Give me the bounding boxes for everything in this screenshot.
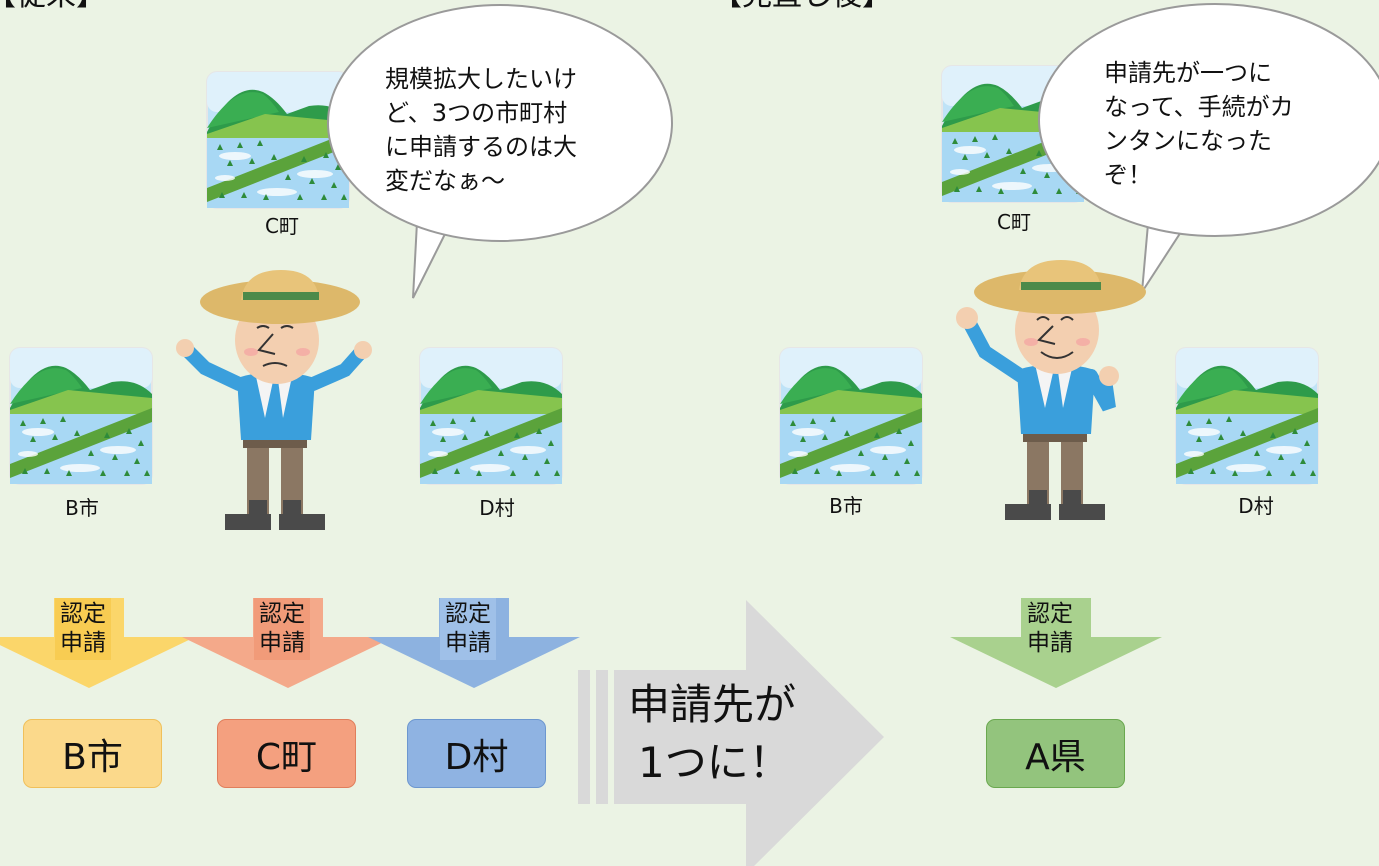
arrow-label-line: 認定 xyxy=(259,601,305,627)
arrow-label-a: 認定 申請 xyxy=(1022,598,1078,660)
arrow-label-line: 申請 xyxy=(1027,630,1073,656)
arrow-label-b: 認定 申請 xyxy=(55,598,111,660)
bubble-line: 申請先が一つに xyxy=(1104,59,1272,87)
arrow-label-c: 認定 申請 xyxy=(254,598,310,660)
arrow-label-line: 申請 xyxy=(60,630,106,656)
box-c-town: C町 xyxy=(217,719,356,788)
speech-bubble-before-text: 規模拡大したいけ ど、3つの市町村 に申請するのは大 変だなぁ～ xyxy=(385,62,577,198)
arrow-label-line: 申請 xyxy=(445,630,491,656)
transition-line: 申請先が xyxy=(628,680,797,729)
box-a-prefecture: A県 xyxy=(986,719,1125,788)
farmer-happy-illustration xyxy=(956,260,1146,520)
field-label-c: C町 xyxy=(265,214,299,238)
section-title-before: 【従来】 xyxy=(0,0,106,14)
speech-bubble-after-text: 申請先が一つに なって、手続がカ ンタンになった ぞ！ xyxy=(1104,56,1294,192)
bubble-line: ンタンになった xyxy=(1104,127,1272,155)
arrow-label-line: 申請 xyxy=(259,630,305,656)
arrow-label-line: 認定 xyxy=(60,601,106,627)
speech-bubble-before xyxy=(327,4,673,299)
bubble-line: に申請するのは大 xyxy=(385,133,577,161)
arrow-label-line: 認定 xyxy=(1027,601,1073,627)
field-label-b: B市 xyxy=(65,496,99,520)
field-label-d: D村 xyxy=(479,496,515,520)
field-label-c-after: C町 xyxy=(997,210,1031,234)
bubble-line: 規模拡大したいけ xyxy=(385,65,577,93)
bubble-line: 変だなぁ～ xyxy=(385,167,505,195)
arrow-label-d: 認定 申請 xyxy=(440,598,496,660)
box-b-city: B市 xyxy=(23,719,162,788)
field-label-d-after: D村 xyxy=(1238,494,1274,518)
transition-line: 1つに！ xyxy=(638,738,791,787)
arrow-label-line: 認定 xyxy=(445,601,491,627)
bubble-line: ぞ！ xyxy=(1104,161,1152,189)
section-title-after: 【見直し後】 xyxy=(712,0,892,14)
bubble-line: ど、3つの市町村 xyxy=(385,99,568,127)
box-d-village: D村 xyxy=(407,719,546,788)
speech-bubble-after xyxy=(1038,3,1379,293)
transition-arrow xyxy=(578,600,884,866)
field-label-b-after: B市 xyxy=(829,494,863,518)
transition-text: 申請先が 1つに！ xyxy=(628,676,796,792)
bubble-line: なって、手続がカ xyxy=(1104,93,1294,121)
farmer-worried-illustration xyxy=(176,270,372,530)
